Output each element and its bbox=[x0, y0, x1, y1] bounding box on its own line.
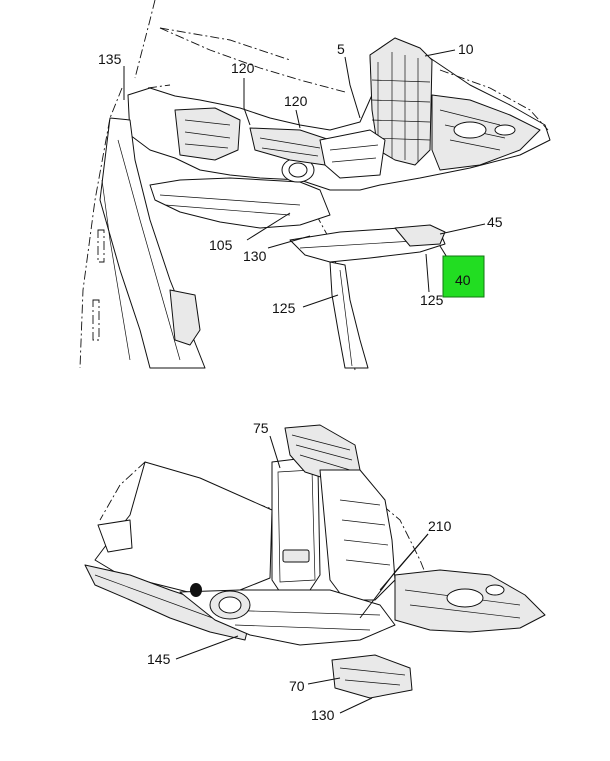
callout-40: 40 bbox=[455, 272, 471, 288]
bottom-leader-lines bbox=[175, 435, 429, 714]
callout-125-left: 125 bbox=[272, 300, 296, 316]
callout-5: 5 bbox=[337, 41, 345, 57]
highlight-marker bbox=[442, 255, 485, 298]
callout-10: 10 bbox=[458, 41, 474, 57]
callout-145: 145 bbox=[147, 651, 171, 667]
lower-dash-face bbox=[149, 177, 331, 229]
callout-210: 210 bbox=[428, 518, 452, 534]
callout-125-right: 125 bbox=[420, 292, 444, 308]
callout-120-right: 120 bbox=[284, 93, 308, 109]
bottom-assembly-view: 75 210 145 70 130 bbox=[84, 420, 546, 723]
grommet-hole bbox=[190, 583, 202, 597]
callout-120-left: 120 bbox=[231, 60, 255, 76]
callout-130-bottom: 130 bbox=[311, 707, 335, 723]
callout-135: 135 bbox=[98, 51, 122, 67]
callout-45: 45 bbox=[487, 214, 503, 230]
callout-105: 105 bbox=[209, 237, 233, 253]
callout-70: 70 bbox=[289, 678, 305, 694]
top-leader-lines bbox=[123, 49, 486, 308]
callout-75: 75 bbox=[253, 420, 269, 436]
lower-bracket-box bbox=[331, 654, 413, 699]
callout-130-top: 130 bbox=[243, 248, 267, 264]
right-bracket-tower bbox=[369, 37, 433, 166]
top-assembly-view: 135 120 120 5 10 45 40 105 130 125 125 bbox=[79, 0, 551, 371]
